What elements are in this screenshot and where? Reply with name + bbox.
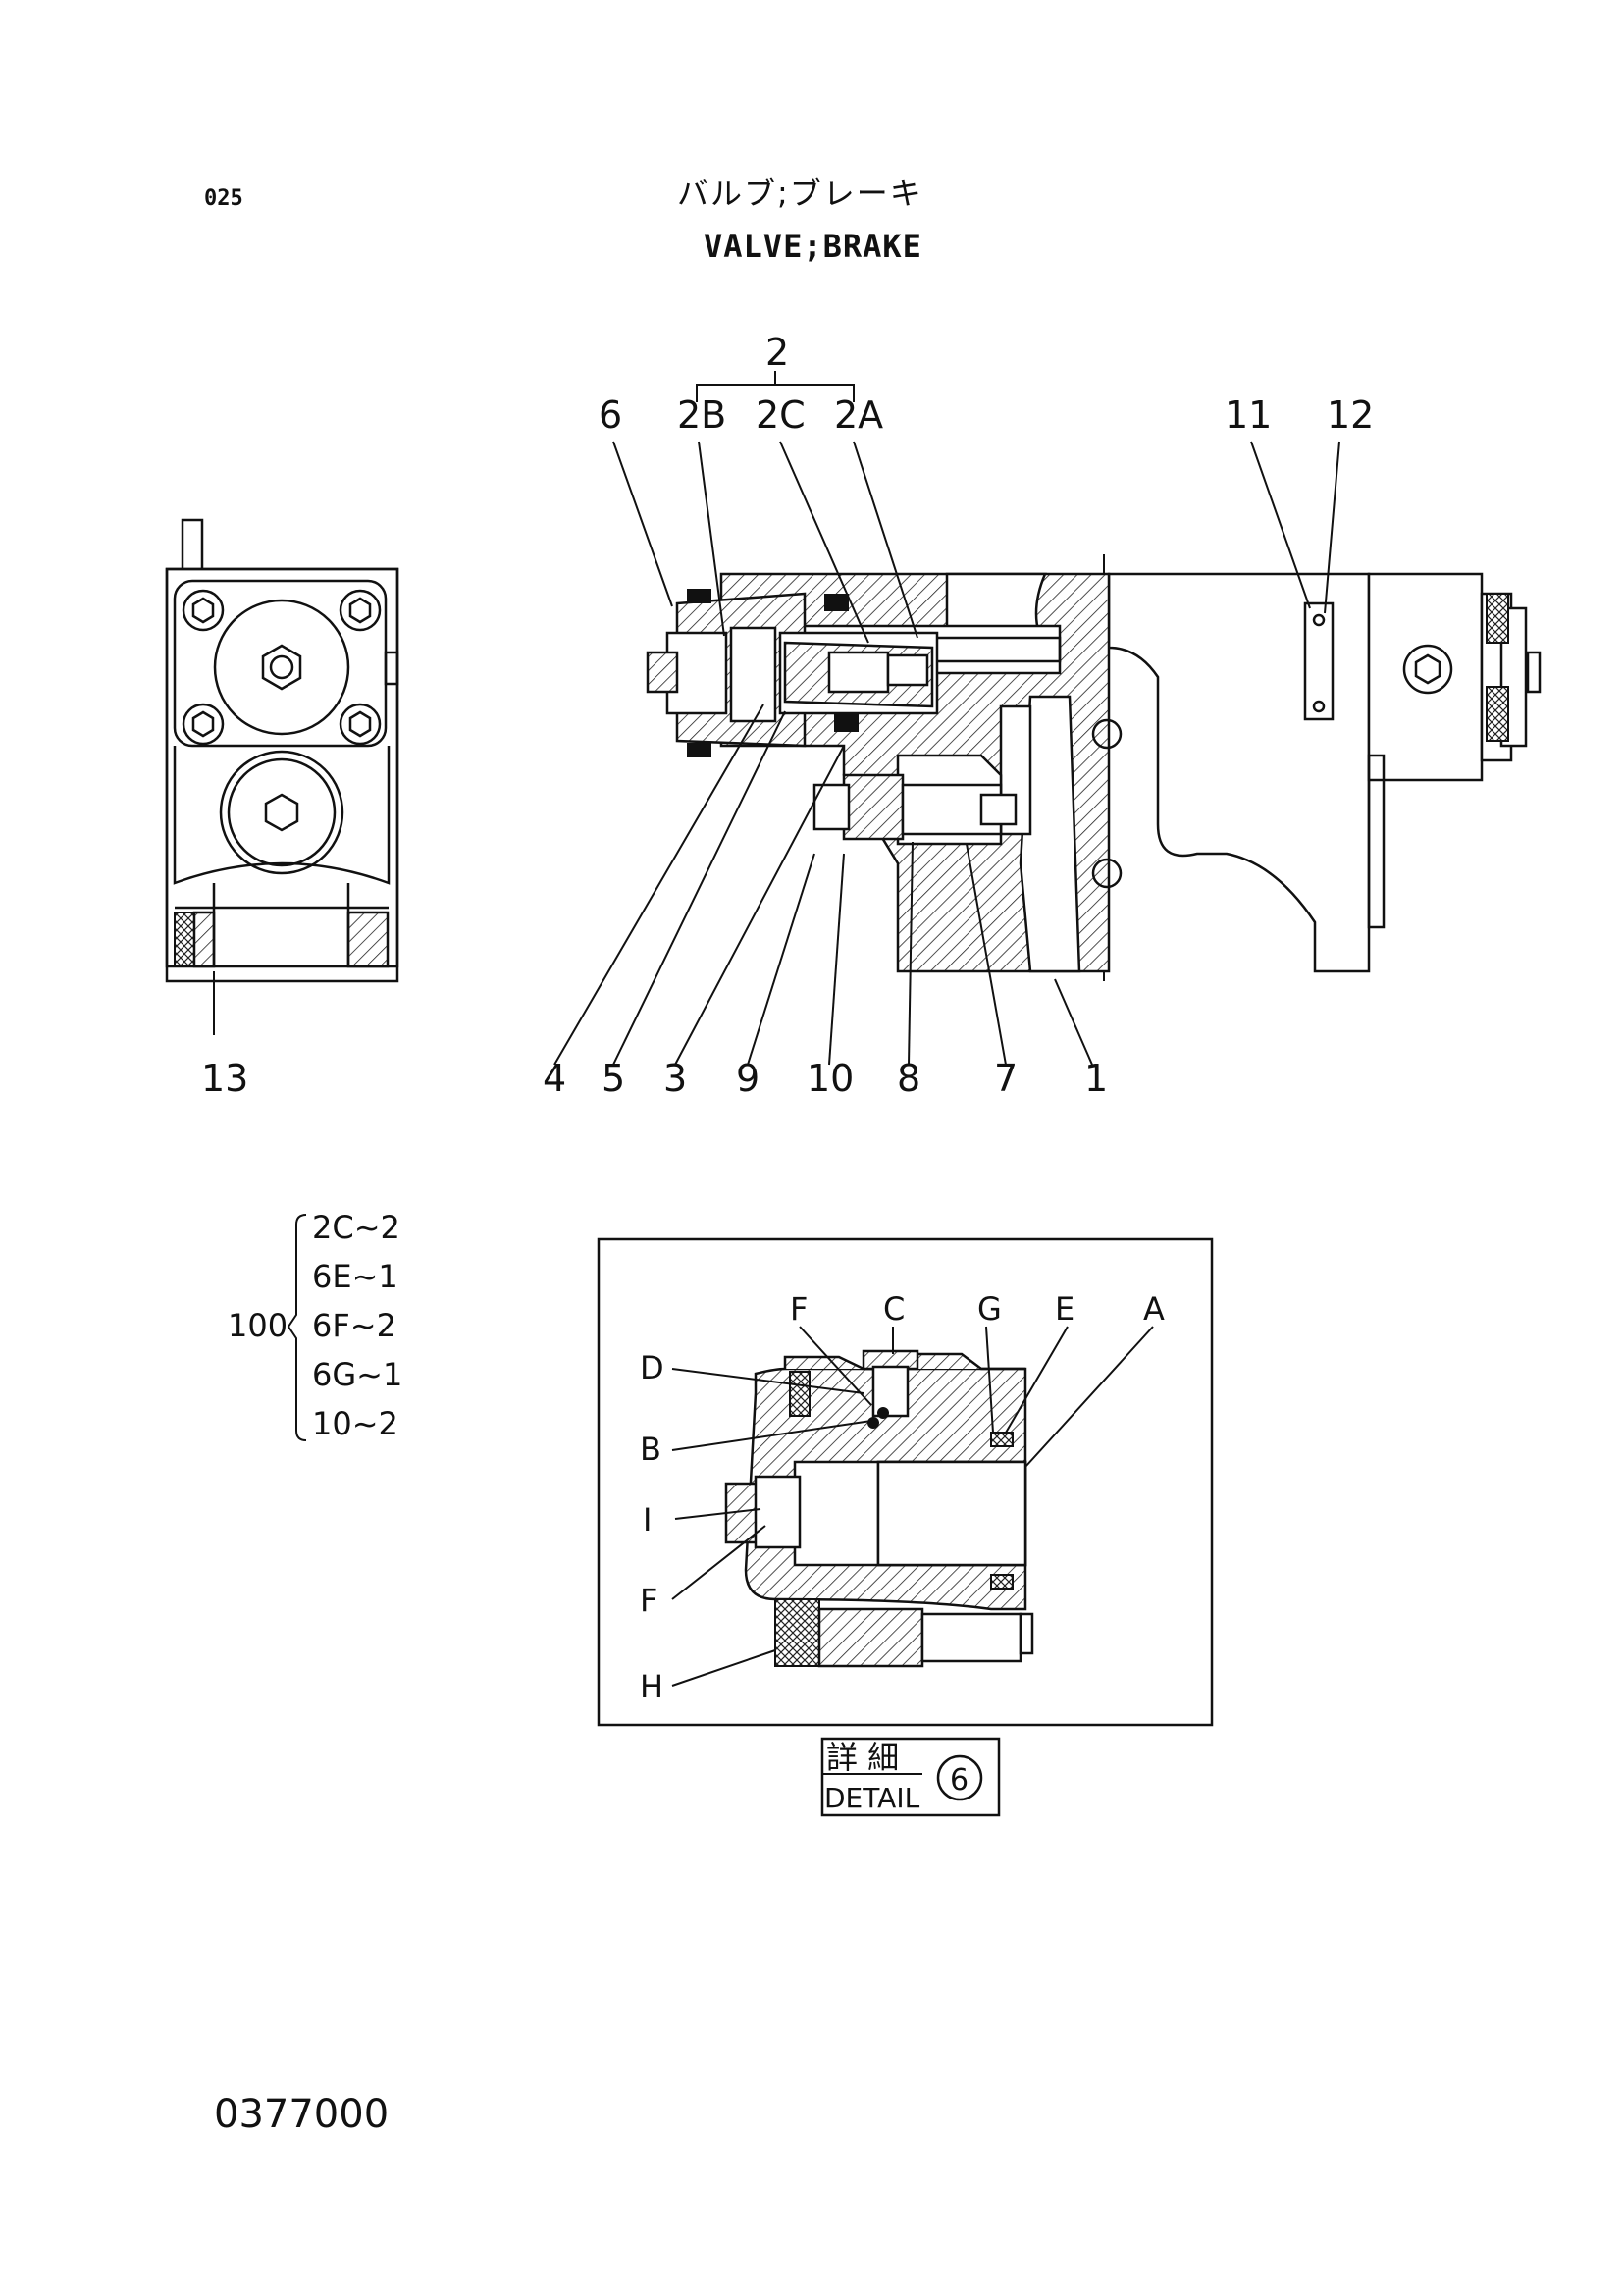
side-view — [165, 518, 399, 983]
label-1: 1 — [1084, 1057, 1108, 1100]
document-number: 0377000 — [214, 2092, 390, 2137]
label-12: 12 — [1327, 393, 1374, 437]
detail-caption-ref: 6 — [950, 1763, 969, 1798]
label-9: 9 — [736, 1057, 760, 1100]
label-2a: 2A — [834, 393, 883, 437]
detail-caption-jp: 詳 細 — [826, 1739, 899, 1776]
label-7: 7 — [994, 1057, 1018, 1100]
group-label-2: 2 — [765, 331, 789, 374]
label-4: 4 — [543, 1057, 566, 1100]
label-11: 11 — [1225, 393, 1272, 437]
kit-item-2: 6E~1 — [312, 1258, 398, 1295]
kit-number: 100 — [228, 1307, 288, 1344]
label-6: 6 — [599, 393, 622, 437]
label-8: 8 — [897, 1057, 920, 1100]
detail-caption: 詳 細 DETAIL 6 — [820, 1737, 1001, 1817]
detail-label-h: H — [640, 1668, 663, 1705]
kit-item-5: 10~2 — [312, 1405, 398, 1442]
kit-item-1: 2C~2 — [312, 1209, 400, 1246]
label-3: 3 — [663, 1057, 687, 1100]
page-number: 025 — [204, 186, 243, 211]
main-view — [646, 554, 1542, 981]
label-5: 5 — [602, 1057, 625, 1100]
detail-label-c: C — [883, 1290, 905, 1328]
detail-label-e: E — [1055, 1290, 1074, 1328]
detail-label-d: D — [640, 1349, 664, 1386]
detail-label-f-bottom: F — [640, 1582, 657, 1619]
title-japanese: バルブ;ブレーキ — [677, 175, 923, 212]
detail-view — [597, 1237, 1214, 1727]
title-english: VALVE;BRAKE — [704, 228, 922, 265]
detail-caption-en: DETAIL — [824, 1782, 920, 1814]
detail-label-a: A — [1143, 1290, 1165, 1328]
kit-item-3: 6F~2 — [312, 1307, 396, 1344]
label-2c: 2C — [756, 393, 806, 437]
detail-label-i: I — [643, 1501, 652, 1538]
kit-item-4: 6G~1 — [312, 1356, 402, 1393]
detail-label-f-top: F — [790, 1290, 808, 1328]
side-view-label-13: 13 — [201, 1057, 248, 1100]
detail-label-g: G — [977, 1290, 1002, 1328]
detail-label-b: B — [640, 1431, 661, 1468]
label-2b: 2B — [677, 393, 726, 437]
label-10: 10 — [807, 1057, 854, 1100]
